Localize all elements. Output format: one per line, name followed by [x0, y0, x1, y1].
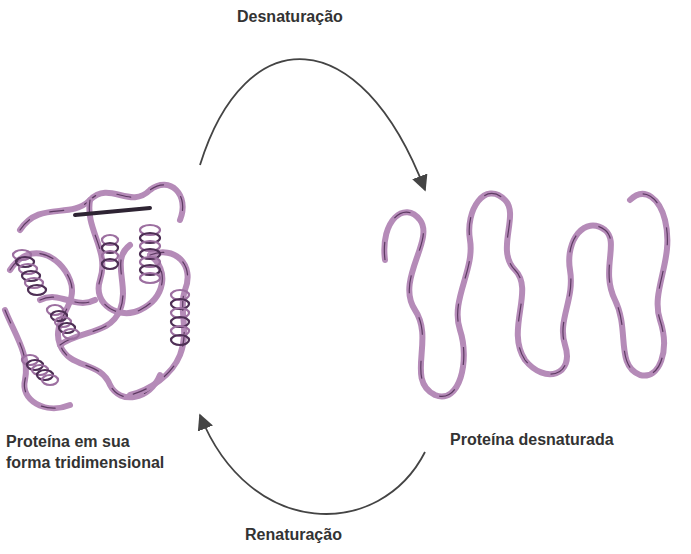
- curved-arrow: [200, 415, 425, 514]
- process-label: Renaturação: [243, 526, 344, 544]
- protein-illustration: [375, 160, 687, 420]
- protein-label: Proteína em sua forma tridimensional: [6, 432, 176, 474]
- process-label: Desnaturação: [235, 8, 345, 26]
- protein-figure: Proteína desnaturada: [425, 160, 687, 460]
- protein-label: Proteína desnaturada: [450, 430, 680, 451]
- protein-figure: Proteína em sua forma tridimensional: [0, 160, 200, 530]
- protein-illustration: [0, 160, 200, 430]
- curved-arrow: [200, 59, 425, 190]
